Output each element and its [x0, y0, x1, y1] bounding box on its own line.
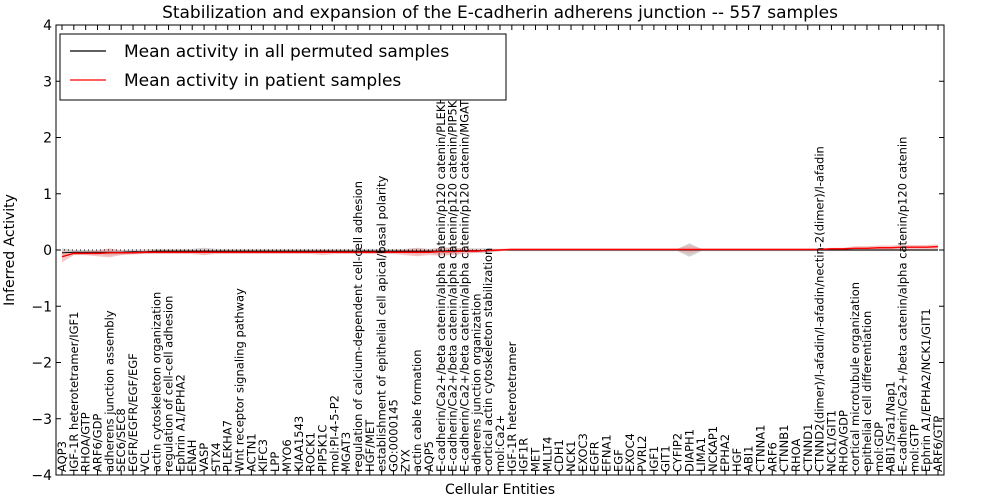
x-tick-label: regulation of cell-cell adhesion: [162, 296, 176, 472]
x-tick-label: CTNND2(dimer)/l-afadin/l-afadin/nectin-2…: [813, 146, 827, 472]
x-tick-label: adherens junction organization: [469, 294, 483, 472]
x-tick-label: cortical microtubule organization: [848, 282, 862, 472]
x-tick-label: E-cadherin/Ca2+/beta catenin/alpha caten…: [434, 81, 448, 472]
x-tick-label: NCKAP1: [706, 426, 720, 472]
legend: Mean activity in all permuted samples Me…: [59, 33, 507, 101]
x-tick-label: VASP: [197, 443, 211, 472]
x-tick-label: Ephrin A1/EPHA2/NCK1/GIT1: [919, 308, 933, 472]
x-tick-label: establishment of epithelial cell apical/…: [375, 176, 389, 472]
x-tick-label: MYO6: [280, 439, 294, 472]
x-tick-label: ZYX: [398, 449, 412, 472]
x-tick-label: E-cadherin/Ca2+/beta catenin/alpha caten…: [895, 137, 909, 472]
x-tick-label: EGFR: [588, 441, 602, 472]
y-tick-label: 4: [43, 18, 52, 34]
y-tick-label: 2: [43, 131, 52, 147]
x-tick-label: epithelial cell differentiation: [860, 311, 874, 472]
x-tick-label: EPHA2: [718, 434, 732, 472]
x-tick-label: PIP5K1C: [315, 425, 329, 472]
x-tick-label: ABI1/Sra1/Nap1: [884, 381, 898, 472]
x-tick-label: IGF-1R heterotetramer: [505, 341, 519, 472]
x-tick-label: ABI1: [742, 446, 756, 472]
y-axis-label: Inferred Activity: [2, 194, 18, 306]
x-tick-label: ARF6: [765, 442, 779, 472]
x-tick-label: CYFIP2: [671, 433, 685, 472]
x-tick-label: DIAPH1: [682, 429, 696, 472]
x-tick-label: MLLT4: [540, 437, 554, 473]
x-tick-label: LPP: [268, 452, 282, 472]
legend-label-permuted: Mean activity in all permuted samples: [124, 42, 449, 62]
x-tick-label: IGF-1R heterotetramer/IGF1: [67, 312, 81, 472]
x-tick-label: E-cadherin/Ca2+/beta catenin/alpha caten…: [457, 93, 471, 472]
y-axis: −4 −3 −2 −1 0 1 2 3 4: [31, 18, 944, 484]
x-tick-label: regulation of calcium-dependent cell-cel…: [351, 181, 365, 472]
chart-title: Stabilization and expansion of the E-cad…: [162, 3, 838, 23]
x-tick-label: SEC6/SEC8: [114, 408, 128, 472]
x-tick-label: EXOC3: [576, 433, 590, 472]
y-tick-label: −3: [31, 412, 52, 428]
x-tick-label: EXOC4: [623, 433, 637, 472]
x-tick-label: AQP3: [55, 441, 69, 472]
x-tick-label: IGF1: [647, 446, 661, 472]
y-tick-label: −2: [31, 356, 52, 372]
x-tick-label: ARF6/GTP: [931, 416, 945, 472]
x-tick-label: KIAA1543: [292, 416, 306, 472]
x-tick-label: GIT1: [659, 445, 673, 472]
x-tick-label: NCK1/GIT1: [824, 410, 838, 472]
x-tick-label: ENAH: [185, 440, 199, 472]
x-tick-label: LIMA1: [694, 437, 708, 472]
x-tick-label: PLEKHA7: [221, 420, 235, 472]
x-tick-label: ROCK1: [304, 432, 318, 472]
x-tick-label: MET: [529, 447, 543, 472]
x-tick-label: MGAT3: [339, 432, 353, 472]
x-tick-label: cortical actin cytoskeleton stabilizatio…: [481, 248, 495, 472]
x-tick-label: ACTN1: [244, 433, 258, 472]
y-tick-label: −4: [31, 468, 52, 484]
x-tick-label: Wnt receptor signaling pathway: [233, 288, 247, 472]
x-tick-label: HGF/MET: [363, 419, 377, 472]
x-tick-label: NCK1: [564, 441, 578, 473]
x-tick-label: actin cytoskeleton organization: [150, 292, 164, 472]
x-tick-label: KIFC3: [256, 439, 270, 472]
x-tick-label: mol:PI-4-5-P2: [327, 395, 341, 472]
x-tick-label: RHOA: [789, 439, 803, 472]
x-tick-label: CDH1: [552, 439, 566, 472]
x-tick-label: ARF6/GDP: [91, 414, 105, 472]
x-tick-label: VCL: [138, 449, 152, 472]
y-tick-label: 3: [43, 74, 52, 90]
legend-box: [59, 33, 507, 101]
x-tick-label: RHOA/GTP: [79, 412, 93, 472]
x-tick-label: GO:0000145: [386, 399, 400, 472]
x-tick-label: CTNND1: [801, 424, 815, 472]
x-tick-label: Ephrin A1/EPHA2: [173, 374, 187, 472]
x-tick-label: actin cable formation: [410, 349, 424, 472]
line-series-1: [61, 245, 939, 258]
y-tick-label: 0: [43, 243, 52, 259]
x-tick-label: mol:GDP: [872, 422, 886, 472]
x-tick-label: STX4: [209, 442, 223, 472]
y-tick-label: 1: [43, 187, 52, 203]
x-tick-label: E-cadherin/Ca2+/beta catenin/alpha caten…: [446, 85, 460, 472]
x-tick-label: CTNNB1: [777, 425, 791, 472]
x-tick-label: EFNA1: [600, 434, 614, 472]
x-tick-label: IGF1R: [517, 438, 531, 472]
x-tick-label: AQP5: [422, 441, 436, 472]
x-tick-label: adherens junction assembly: [102, 310, 116, 472]
x-axis-label: Cellular Entities: [445, 482, 555, 498]
x-tick-label: HGF: [730, 448, 744, 472]
band-series-1: [62, 244, 938, 263]
x-tick-label: mol:GTP: [907, 424, 921, 472]
x-tick-label: EGFR/EGFR/EGF/EGF: [126, 353, 140, 472]
x-tick-label: CTNNA1: [753, 425, 767, 472]
x-tick-label: PVRL2: [635, 435, 649, 472]
x-tick-label: EGF: [611, 449, 625, 472]
x-tick-label: mol:Ca2+: [493, 415, 507, 472]
legend-label-patient: Mean activity in patient samples: [124, 71, 401, 91]
y-tick-label: −1: [31, 299, 52, 315]
x-tick-label: RHOA/GDP: [836, 410, 850, 472]
series-lines: [61, 245, 939, 258]
